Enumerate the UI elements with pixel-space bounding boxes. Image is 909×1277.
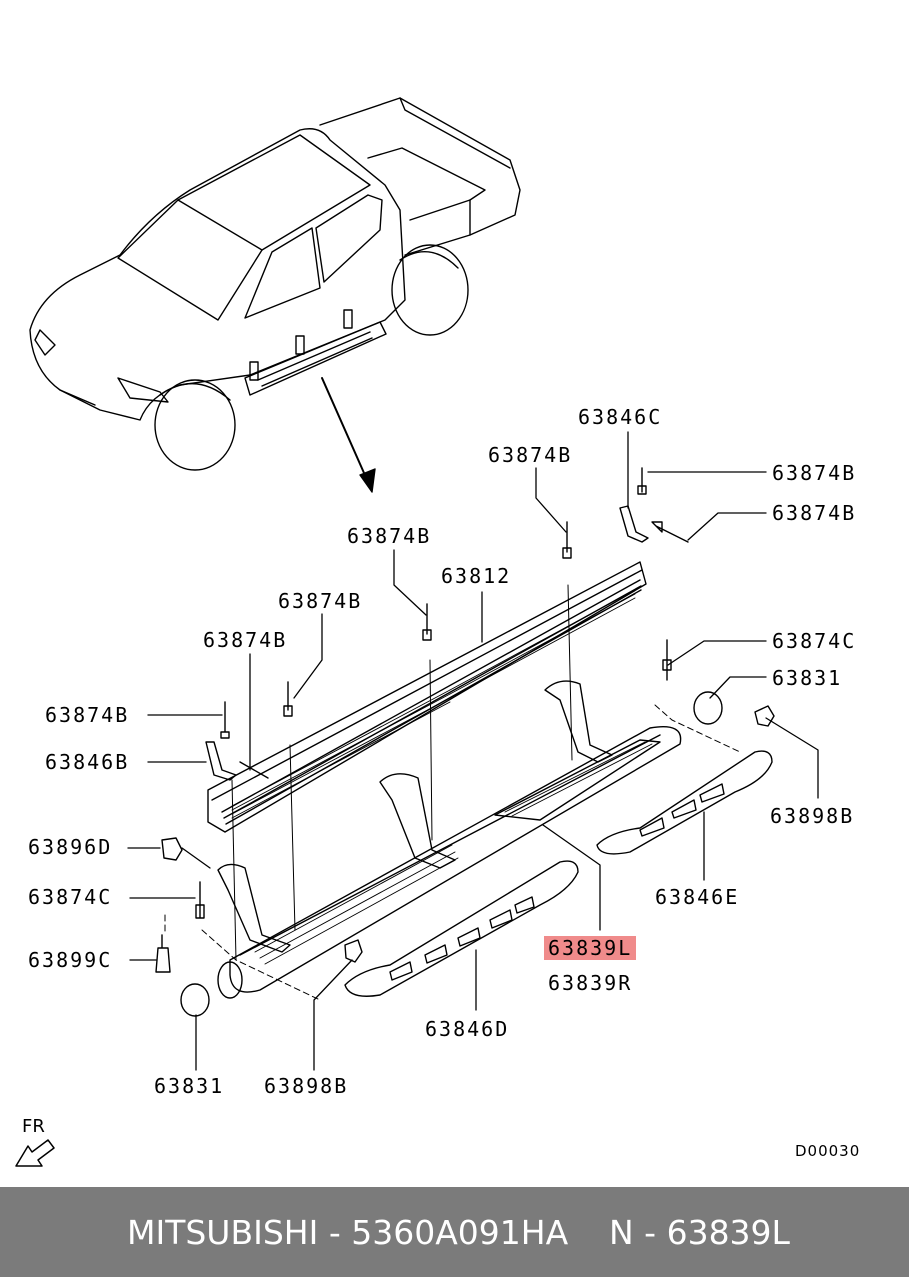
step-pad-63846E — [596, 750, 773, 855]
fr-arrow-icon — [15, 1139, 55, 1167]
label-63839l-highlighted: 63839L — [544, 936, 637, 960]
leader-lines — [127, 431, 819, 1071]
side-step-63839L — [217, 680, 682, 999]
footer-bar: MITSUBISHI - 5360A091HA N - 63839L — [0, 1187, 909, 1277]
fasteners — [155, 467, 775, 1017]
label-63846e: 63846E — [655, 885, 740, 909]
label-63831-left: 63831 — [154, 1074, 225, 1098]
label-63874c-right: 63874C — [772, 629, 857, 653]
label-63812: 63812 — [441, 564, 512, 588]
diagram-code: D00030 — [795, 1142, 861, 1160]
label-63874b-left-2: 63874B — [203, 628, 288, 652]
label-63874b-left-3: 63874B — [278, 589, 363, 613]
label-63874b-left-1: 63874B — [45, 703, 130, 727]
rail-63812 — [207, 561, 647, 833]
label-63898b-right: 63898B — [770, 804, 855, 828]
fr-label: FR — [22, 1116, 45, 1137]
label-63846c: 63846C — [578, 405, 663, 429]
step-pad-63846D — [344, 860, 579, 997]
truck-illustration — [29, 97, 521, 471]
footer-ref: N - 63839L — [609, 1213, 790, 1252]
label-63831-right: 63831 — [772, 666, 843, 690]
label-63874b-right-2: 63874B — [772, 501, 857, 525]
label-63899c: 63899C — [28, 948, 113, 972]
label-63898b-left: 63898B — [264, 1074, 349, 1098]
label-63874b-mid: 63874B — [347, 524, 432, 548]
label-63896d: 63896D — [28, 835, 113, 859]
label-63874b-top: 63874B — [488, 443, 573, 467]
label-63839r: 63839R — [548, 971, 633, 995]
label-63846b: 63846B — [45, 750, 130, 774]
footer-brand-part: MITSUBISHI - 5360A091HA — [127, 1213, 569, 1252]
label-63874c-left: 63874C — [28, 885, 113, 909]
parts-diagram — [15, 97, 819, 1167]
label-63874b-right-1: 63874B — [772, 461, 857, 485]
direction-arrow — [321, 377, 376, 493]
label-63846d: 63846D — [425, 1017, 510, 1041]
